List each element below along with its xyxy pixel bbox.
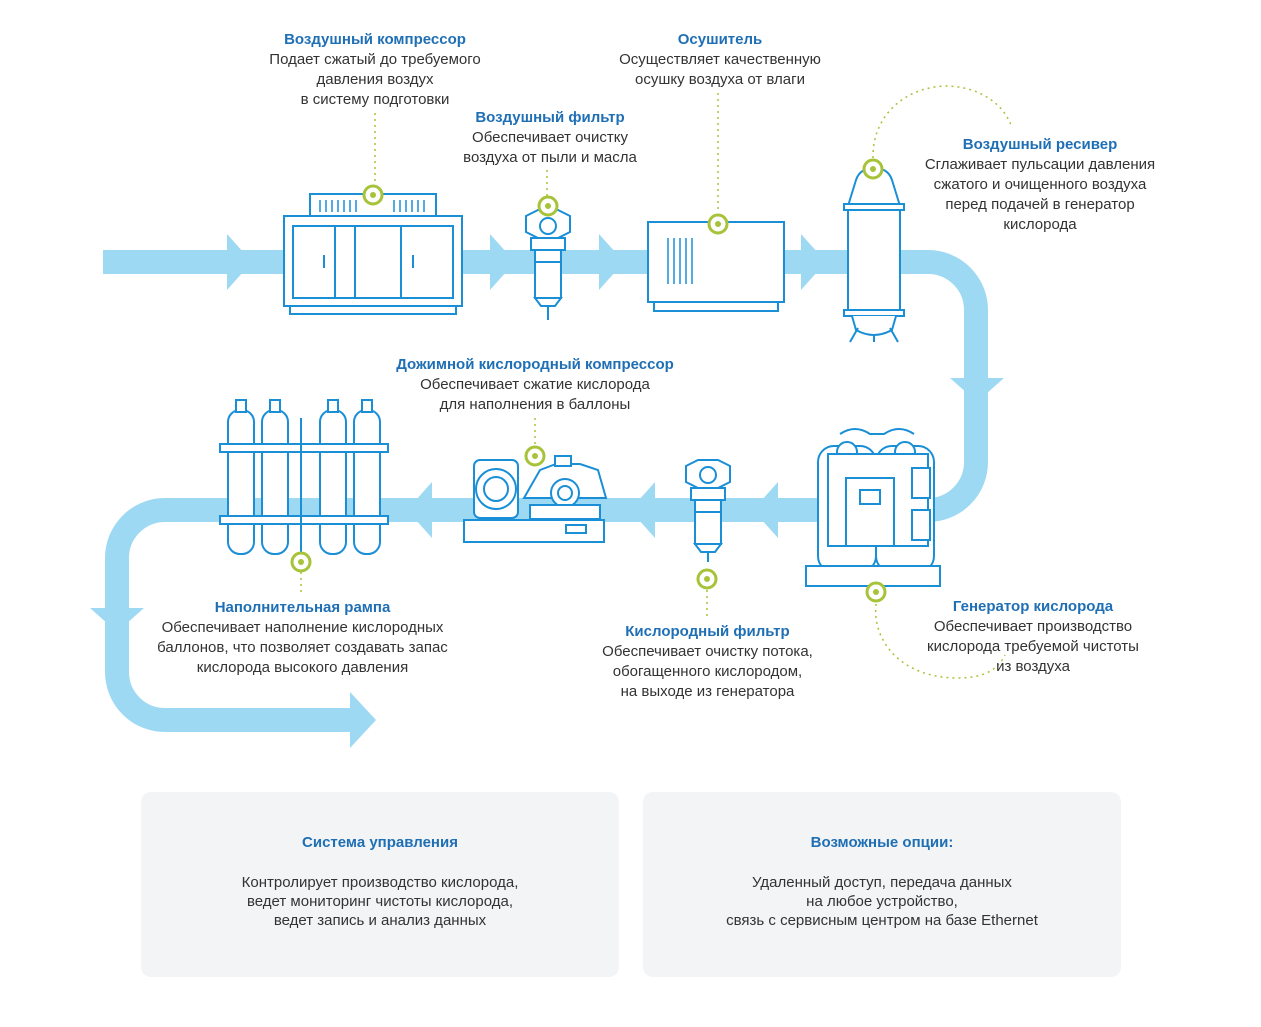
flow-arrow-right xyxy=(801,234,826,290)
air-compressor-label: Воздушный компрессор Подает сжатый до тр… xyxy=(235,30,515,110)
marker-icon xyxy=(362,184,384,206)
booster-compressor-title: Дожимной кислородный компрессор xyxy=(396,356,674,373)
oxygen-generator-description: Обеспечивает производство кислорода треб… xyxy=(927,618,1139,675)
equipment xyxy=(219,166,941,587)
leader-lines xyxy=(300,85,1013,679)
markers xyxy=(290,158,887,603)
air-compressor-description: Подает сжатый до требуемого давления воз… xyxy=(269,51,481,108)
marker-icon xyxy=(707,213,729,235)
flow-arrow-left xyxy=(407,482,432,538)
booster-compressor-icon xyxy=(463,455,608,543)
oxygen-generator-label: Генератор кислорода Обеспечивает произво… xyxy=(893,597,1173,677)
dryer-label: Осушитель Осуществляет качественную осуш… xyxy=(580,30,860,90)
marker-icon xyxy=(865,581,887,603)
marker-icon xyxy=(524,445,546,467)
marker-icon xyxy=(537,195,559,217)
options-description: Удаленный доступ, передача данных на люб… xyxy=(726,874,1038,929)
air-filter-title: Воздушный фильтр xyxy=(475,109,625,126)
options-card: Возможные опции: Удаленный доступ, перед… xyxy=(643,792,1121,977)
filter-icon xyxy=(525,209,571,320)
flow-arrow-down xyxy=(90,608,144,632)
marker-icon xyxy=(696,568,718,590)
marker-icon xyxy=(290,551,312,573)
air-compressor-title: Воздушный компрессор xyxy=(284,31,466,48)
air-filter-label: Воздушный фильтр Обеспечивает очистку во… xyxy=(420,108,680,168)
flow-arrow-left xyxy=(753,482,778,538)
gas-cylinders-icon xyxy=(219,399,389,560)
air-receiver-description: Сглаживает пульсации давления сжатого и … xyxy=(924,156,1156,233)
booster-compressor-label: Дожимной кислородный компрессор Обеспечи… xyxy=(355,355,715,415)
air-receiver-title: Воздушный ресивер xyxy=(962,136,1118,153)
flow-arrow-right xyxy=(350,692,376,748)
air-receiver-label: Воздушный ресивер Сглаживает пульсации д… xyxy=(895,135,1185,235)
dryer-icon xyxy=(647,221,785,312)
control-system-title: Система управления xyxy=(302,834,458,851)
flow-arrow-right xyxy=(599,234,624,290)
filling-ramp-title: Наполнительная рампа xyxy=(214,599,391,616)
filter-icon xyxy=(685,459,731,562)
filling-ramp-description: Обеспечивает наполнение кислородных балл… xyxy=(157,619,448,676)
flow-arrow-down xyxy=(950,378,1004,402)
options-title: Возможные опции: xyxy=(810,834,954,851)
receiver-tank-icon xyxy=(843,166,905,343)
booster-compressor-description: Обеспечивает сжатие кислорода для наполн… xyxy=(420,376,650,413)
flow-arrow-left xyxy=(630,482,655,538)
oxygen-filter-title: Кислородный фильтр xyxy=(625,623,790,640)
compressor-cabinet-icon xyxy=(283,193,463,315)
oxygen-filter-description: Обеспечивает очистку потока, обогащенног… xyxy=(602,643,813,700)
control-system-description: Контролирует производство кислорода, вед… xyxy=(241,874,519,929)
flow-arrows xyxy=(90,234,1004,748)
oxygen-generator-icon xyxy=(805,428,941,587)
oxygen-filter-label: Кислородный фильтр Обеспечивает очистку … xyxy=(565,622,850,702)
flow-arrow-right xyxy=(490,234,515,290)
marker-icon xyxy=(862,158,884,180)
dryer-title: Осушитель xyxy=(677,31,763,48)
oxygen-generator-title: Генератор кислорода xyxy=(952,598,1114,615)
filling-ramp-label: Наполнительная рампа Обеспечивает наполн… xyxy=(120,598,485,678)
flow-arrow-right xyxy=(227,234,252,290)
dryer-description: Осуществляет качественную осушку воздуха… xyxy=(619,51,821,88)
air-filter-description: Обеспечивает очистку воздуха от пыли и м… xyxy=(463,129,637,166)
control-system-card: Система управления Контролирует производ… xyxy=(141,792,619,977)
